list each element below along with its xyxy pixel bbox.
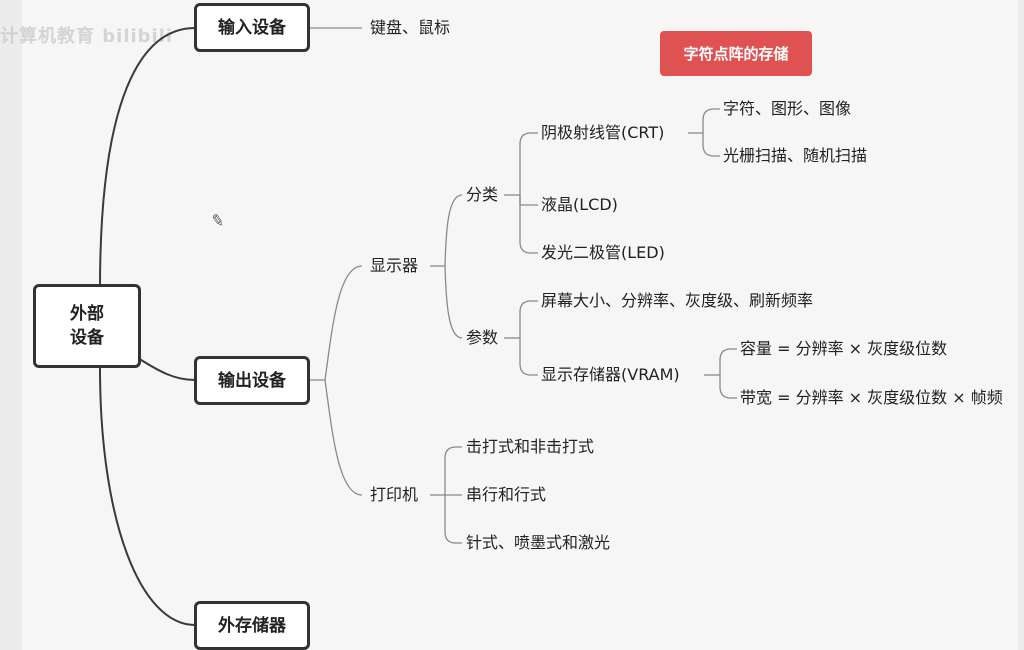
printer-item-impact: 击打式和非击打式 [466,437,595,456]
left-margin [0,0,22,650]
edge-root-output [137,357,196,381]
screen-params-label: 屏幕大小、分辨率、灰度级、刷新频率 [541,291,814,310]
root-label-line2: 设备 [70,328,104,348]
edge-crt-item1 [702,108,720,133]
keyboard-mouse-label: 键盘、鼠标 [370,18,451,37]
edge-printer-item3 [444,495,462,544]
edge-params-vram [519,338,538,376]
edge-root-input [99,27,196,289]
root-node: 外部 设备 [33,284,141,368]
watermark: 计算机教育 bilibili [0,26,174,47]
edge-params-screen [519,300,538,338]
printer-item-kinds: 针式、喷墨式和激光 [466,533,611,552]
display-label: 显示器 [370,256,419,275]
classify-label: 分类 [466,185,499,204]
led-label: 发光二极管(LED) [541,243,665,262]
edge-classify-crt [519,132,538,195]
dot-matrix-storage-badge: 字符点阵的存储 [660,31,812,76]
output-device-node: 输出设备 [194,356,310,405]
edge-classify-lcd [519,195,538,206]
vram-label: 显示存储器(VRAM) [541,365,680,384]
crt-label: 阴极射线管(CRT) [541,123,665,142]
edge-output-printer [324,379,363,496]
edge-root-storage [99,367,196,626]
printer-item-serial-line: 串行和行式 [466,485,547,504]
lcd-label: 液晶(LCD) [541,195,618,214]
storage-device-node: 外存储器 [194,601,310,650]
edge-printer-item1 [444,446,462,495]
input-device-node: 输入设备 [194,3,310,52]
vram-capacity-formula: 容量 = 分辨率 × 灰度级位数 [740,339,948,358]
edge-crt-item2 [702,133,720,157]
right-margin [1018,0,1024,650]
edge-classify-led [519,195,538,254]
edge-vram-bandwidth [719,375,737,399]
edge-display-classify [444,194,463,267]
crt-item-scan-types: 光栅扫描、随机扫描 [723,146,868,165]
edge-display-params [444,265,463,339]
vram-bandwidth-formula: 带宽 = 分辨率 × 灰度级位数 × 帧频 [740,388,1003,407]
crt-item-content-types: 字符、图形、图像 [723,99,852,118]
edge-vram-capacity [719,348,737,375]
printer-label: 打印机 [370,485,419,504]
root-label-line1: 外部 [70,304,104,324]
params-label: 参数 [466,328,499,347]
edge-output-display [324,265,363,381]
